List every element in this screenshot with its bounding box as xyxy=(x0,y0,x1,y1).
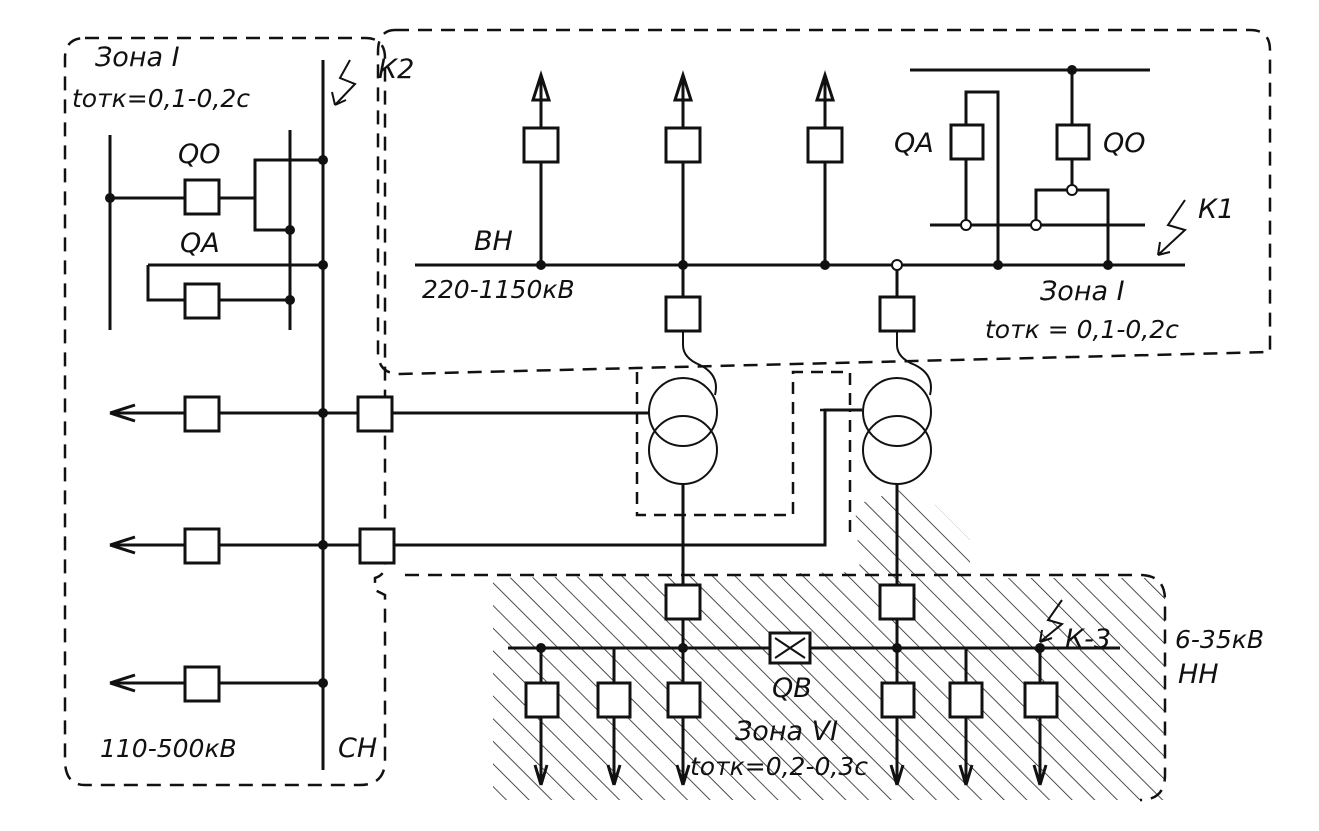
qa-left-label: QA xyxy=(180,228,220,259)
vn-voltage-label: 220-1150кВ xyxy=(422,275,575,304)
qa-right-label: QA xyxy=(894,128,934,159)
vn-label: ВН xyxy=(474,226,513,257)
k1-fault-icon xyxy=(1157,199,1187,256)
k3-label: К-3 xyxy=(1065,624,1111,655)
k3-fault-icon xyxy=(1039,599,1065,643)
feeder-1-breaker xyxy=(183,395,221,433)
transformer-1 xyxy=(648,377,718,485)
qo-right-breaker xyxy=(1055,123,1091,161)
zone-right-time: tотк = 0,1-0,2с xyxy=(985,315,1179,344)
zone-i-left-border xyxy=(63,36,387,787)
k1-label: К1 xyxy=(1198,194,1234,225)
zone-i-right-border xyxy=(376,28,1272,376)
t1-vn-breaker xyxy=(664,295,702,333)
t1-sn-breaker xyxy=(356,395,394,433)
zone-low-title: Зона VI xyxy=(735,716,838,747)
zone-left-time: tотк=0,1-0,2с xyxy=(72,84,250,113)
vn-outgoing-lines xyxy=(522,70,844,270)
k2-label: К2 xyxy=(378,54,414,85)
nn-voltage-label: 6-35кВ xyxy=(1175,625,1264,654)
nn-label: НН xyxy=(1178,659,1219,690)
zone-left-title: Зона I xyxy=(95,42,180,73)
zone-right-title: Зона I xyxy=(1040,276,1125,307)
qa-left-breaker xyxy=(183,282,221,320)
transformer-2 xyxy=(862,377,932,485)
t2-vn-breaker xyxy=(878,295,916,333)
feeder-3-breaker xyxy=(183,665,221,703)
qo-right-label: QO xyxy=(1103,128,1146,159)
transformer-1-zone xyxy=(635,370,852,517)
t1-nn-breaker xyxy=(664,583,702,621)
qa-right-breaker xyxy=(949,123,985,161)
zone-low-time: tотк=0,2-0,3с xyxy=(690,752,868,781)
k2-fault-icon xyxy=(331,59,357,106)
feeder-2-breaker xyxy=(183,527,221,565)
zone-vi-hatched-area xyxy=(493,490,1165,800)
sn-label: СН xyxy=(338,733,377,764)
t2-nn-breaker xyxy=(878,583,916,621)
nn-feeders xyxy=(524,643,1059,786)
t2-sn-breaker xyxy=(358,527,396,565)
qo-left-breaker xyxy=(183,178,221,216)
sn-voltage-label: 110-500кВ xyxy=(100,734,237,763)
qb-label: QB xyxy=(772,673,812,704)
zone-vi-border xyxy=(405,573,1167,802)
qo-left-label: QO xyxy=(178,139,221,170)
